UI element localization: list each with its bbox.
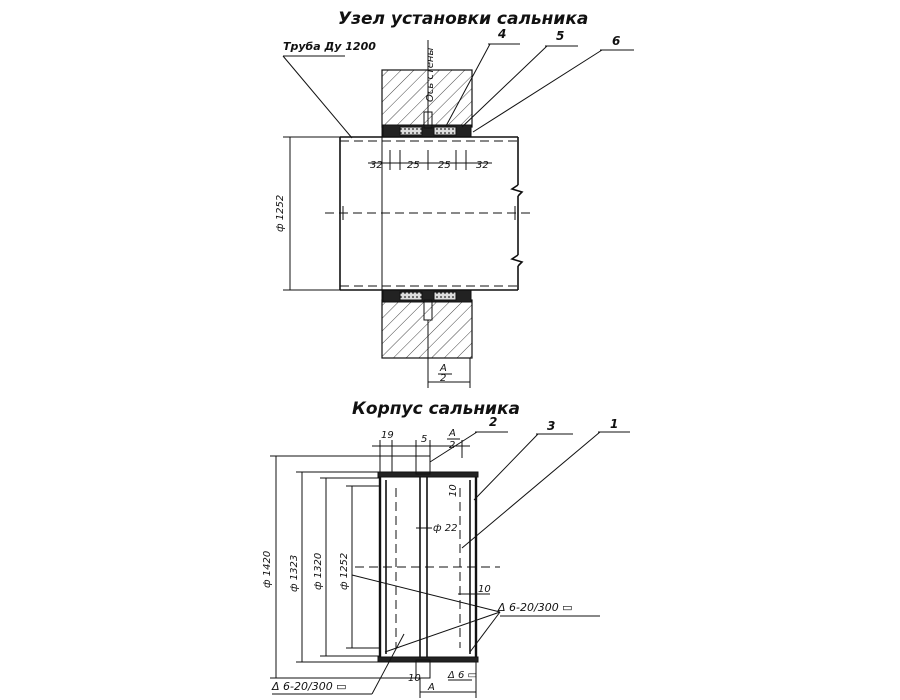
pipe-leader xyxy=(282,55,353,139)
svg-text:2: 2 xyxy=(440,373,446,384)
wall-axis-label: Ось стены xyxy=(425,48,436,102)
callouts-assembly: 4 5 6 xyxy=(445,27,634,133)
dim-half-a-assembly: A 2 xyxy=(427,320,471,388)
weld-label-bottom-small: Δ 6 ▭ xyxy=(447,670,477,681)
dim-10-bottom: 10 xyxy=(408,673,421,684)
callout-6: 6 xyxy=(612,34,620,48)
dim-19: 19 xyxy=(381,430,394,441)
weld-label-bottom-left: Δ 6-20/300 ▭ xyxy=(271,680,347,693)
callout-5: 5 xyxy=(556,29,564,43)
svg-text:ф 1252: ф 1252 xyxy=(275,195,286,232)
rib-bottom xyxy=(415,659,431,679)
dim-32-right: 32 xyxy=(476,160,489,171)
body-title: Корпус сальника xyxy=(352,399,520,419)
svg-text:2: 2 xyxy=(449,440,455,451)
weld-label-right: Δ 6-20/300 ▭ xyxy=(497,601,573,614)
dim-d1320: ф 1320 xyxy=(313,553,324,590)
dim-d1420: ф 1420 xyxy=(262,551,273,588)
dim-32-left: 32 xyxy=(370,160,383,171)
callout-2: 2 xyxy=(489,415,497,429)
dim-5: 5 xyxy=(421,434,427,445)
dims-32-25: 32 25 25 32 xyxy=(368,150,492,171)
dim-25-right: 25 xyxy=(438,160,451,171)
rib-top xyxy=(415,455,431,475)
callout-4: 4 xyxy=(497,27,506,41)
dim-a: A xyxy=(427,682,435,693)
pipe xyxy=(325,136,535,291)
wall-bottom xyxy=(381,299,473,359)
svg-text:A: A xyxy=(448,428,456,439)
dim-d22: ф 22 xyxy=(433,523,457,534)
callout-1: 1 xyxy=(610,417,618,431)
dim-25-left: 25 xyxy=(407,160,420,171)
callouts-body: 2 3 1 xyxy=(429,415,630,549)
body-top-dims: 19 5 A 2 xyxy=(372,428,470,472)
assembly-title: Узел установки сальника xyxy=(338,9,588,29)
wall-top xyxy=(381,69,473,128)
dim-diameter-1252-assembly: ф 1252 xyxy=(275,136,340,291)
body-bottom-dims: 10 A xyxy=(408,662,477,698)
dim-d1252: ф 1252 xyxy=(339,553,350,590)
weld-annotations: Δ 6-20/300 ▭ Δ 6-20/300 ▭ Δ 6 ▭ xyxy=(271,574,600,695)
pipe-label: Труба Ду 1200 xyxy=(283,40,376,53)
callout-3: 3 xyxy=(547,419,555,433)
dim-10-right: 10 xyxy=(478,584,491,595)
body-diameter-dims: ф 1420 ф 1323 ф 1320 ф 1252 xyxy=(262,455,416,679)
assembly-view: Узел установки сальника Ось стены xyxy=(275,9,634,388)
dim-d1323: ф 1323 xyxy=(289,555,300,592)
body-view: Корпус сальника ф 22 10 10 19 xyxy=(262,399,630,698)
svg-text:A: A xyxy=(439,363,447,374)
gland-ring-top xyxy=(382,124,472,138)
dim-10-side: 10 xyxy=(448,484,459,497)
